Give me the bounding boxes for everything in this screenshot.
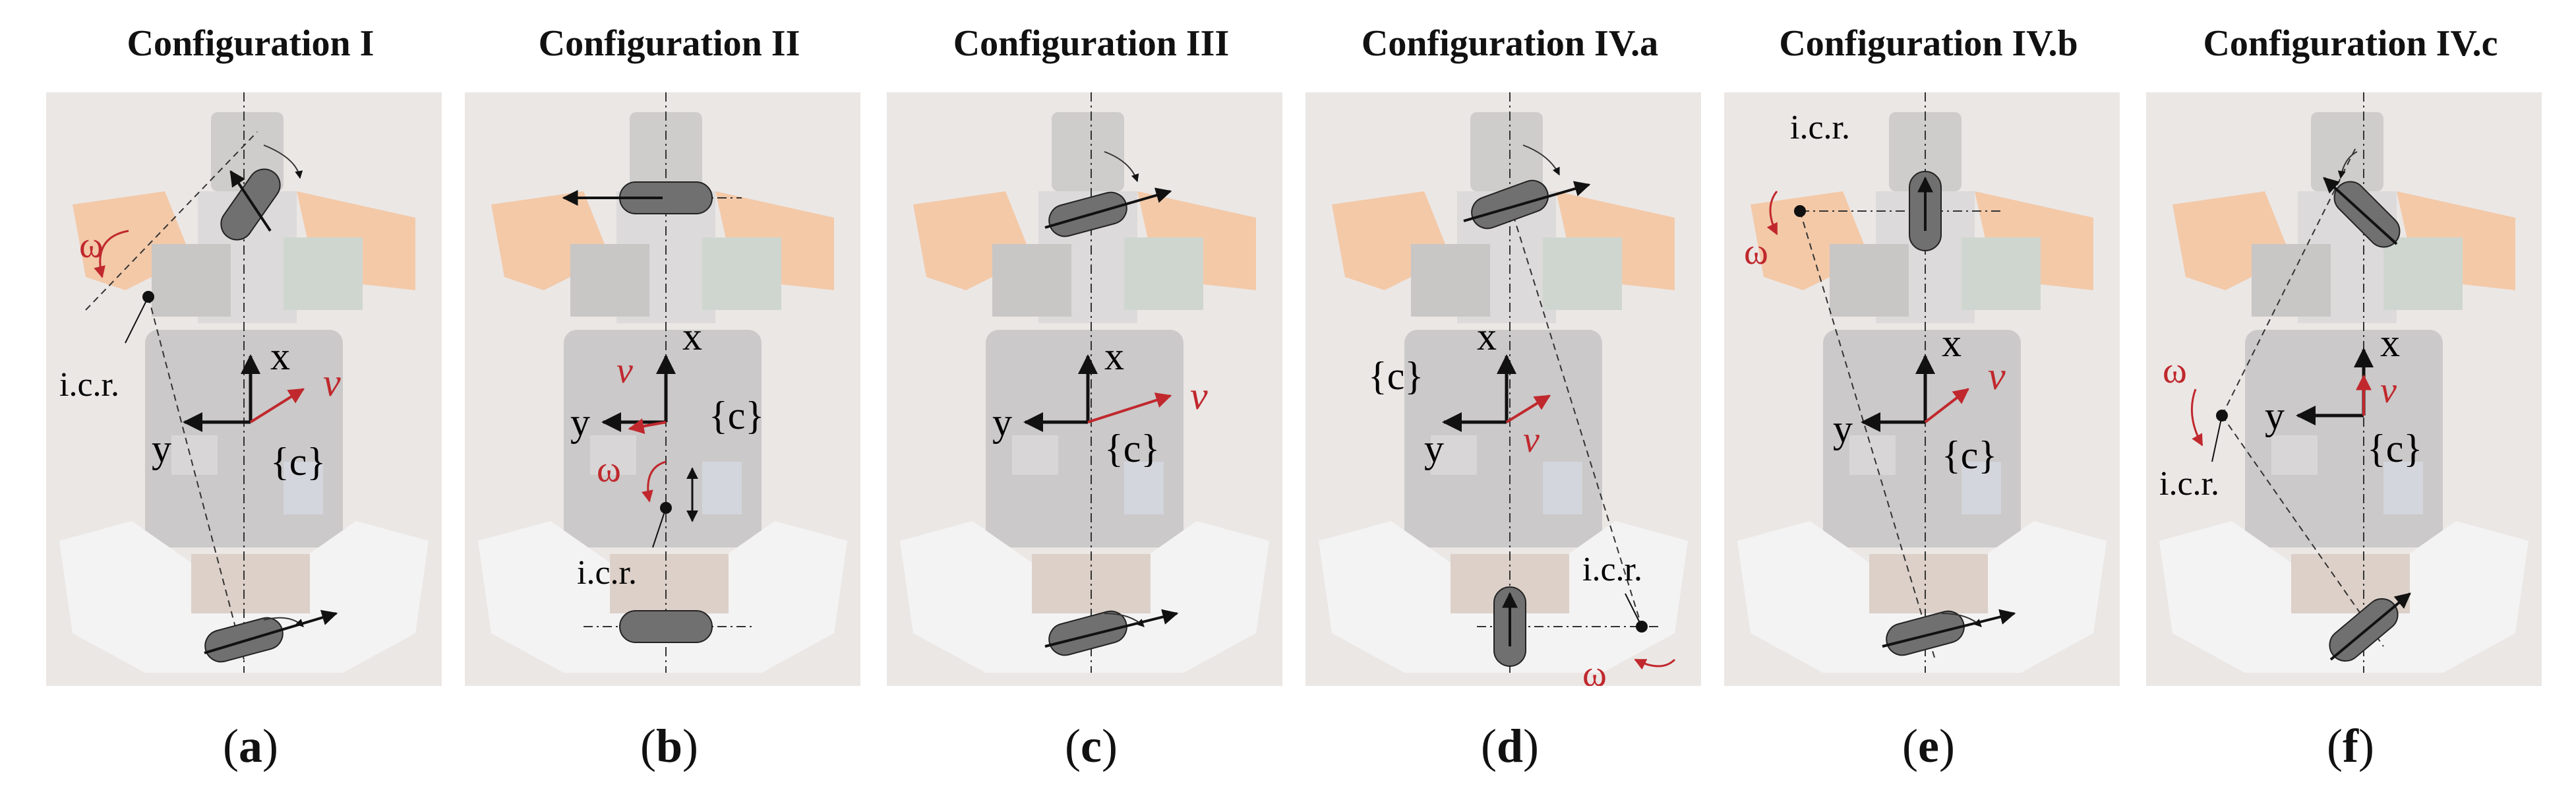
x-axis-label: x	[682, 315, 702, 358]
icr-label: i.c.r.	[2159, 465, 2219, 503]
frame-label: {c}	[1368, 354, 1423, 398]
velocity-label: v	[1190, 374, 1208, 418]
diagram-c: x y {c} v	[887, 92, 1282, 686]
panel-caption: (a)	[223, 720, 278, 772]
panel-b: Configuration II x y {c} v ω i.c.r. (b)	[465, 0, 874, 806]
panel-title: Configuration IV.b	[1779, 23, 2078, 64]
panel-a: Configuration I x y {c} v ω i.c.r. (a)	[46, 0, 455, 806]
icr-label: i.c.r.	[577, 554, 637, 592]
diagram-d: x y {c} v i.c.r. ω	[1305, 92, 1701, 686]
velocity-label: v	[1523, 419, 1540, 460]
panel-caption: (f)	[2327, 720, 2374, 772]
y-axis-label: y	[992, 400, 1012, 444]
y-axis-label: y	[1424, 427, 1444, 470]
wheel-rear	[1048, 610, 1127, 656]
frame-label: {c}	[709, 394, 764, 437]
y-axis-label: y	[570, 400, 590, 444]
velocity-label: v	[616, 350, 633, 391]
wheel-rear	[1886, 610, 1965, 656]
x-axis-label: x	[1477, 315, 1497, 358]
panel-title: Configuration IV.a	[1361, 23, 1659, 64]
panel-d: Configuration IV.a x y {c} v i.c.r. ω (d…	[1305, 0, 1714, 806]
wheel-front	[220, 168, 281, 241]
diagram-b: x y {c} v ω i.c.r.	[465, 92, 860, 686]
frame-label: {c}	[1942, 433, 1997, 477]
x-axis-label: x	[1942, 321, 1962, 365]
frame-label: {c}	[1104, 427, 1160, 470]
panel-f: Configuration IV.c x y {c} v i.c.r. ω (f…	[2146, 0, 2555, 806]
panel-caption: (d)	[1480, 720, 1539, 772]
velocity-label: v	[1988, 354, 2006, 398]
omega-label: ω	[1582, 654, 1607, 686]
omega-label: ω	[2163, 350, 2187, 391]
y-axis-label: y	[152, 427, 171, 470]
frame-label: {c}	[2367, 427, 2422, 470]
velocity-label: v	[323, 361, 341, 404]
x-axis-label: x	[270, 334, 290, 378]
icr-label: i.c.r.	[1582, 551, 1642, 588]
panel-title: Configuration II	[538, 23, 800, 64]
panel-caption: (b)	[640, 720, 698, 772]
panel-title: Configuration IV.c	[2203, 23, 2498, 64]
panel-title: Configuration I	[127, 23, 374, 64]
omega-label: ω	[597, 449, 621, 490]
wheel-rear	[619, 610, 713, 643]
diagram-f: x y {c} v i.c.r. ω	[2146, 92, 2542, 686]
y-axis-label: y	[1833, 407, 1853, 450]
x-axis-label: x	[1104, 334, 1124, 378]
panel-c: Configuration III x y {c} v (c)	[887, 0, 1296, 806]
frame-label: {c}	[270, 440, 326, 483]
panel-e: Configuration IV.b x y {c} v i.c.r. ω (e…	[1724, 0, 2133, 806]
y-axis-label: y	[2265, 394, 2285, 437]
icr-label: i.c.r.	[1790, 109, 1850, 146]
velocity-label: v	[2380, 370, 2397, 411]
x-axis-label: x	[2380, 321, 2400, 365]
omega-label: ω	[1744, 232, 1768, 272]
panel-caption: (c)	[1065, 720, 1118, 772]
icr-label: i.c.r.	[59, 366, 119, 404]
panel-caption: (e)	[1902, 720, 1955, 772]
omega-label: ω	[79, 225, 104, 266]
diagram-e: x y {c} v i.c.r. ω	[1724, 92, 2120, 686]
panel-title: Configuration III	[953, 23, 1230, 64]
diagram-a: x y {c} v ω i.c.r.	[46, 92, 442, 686]
